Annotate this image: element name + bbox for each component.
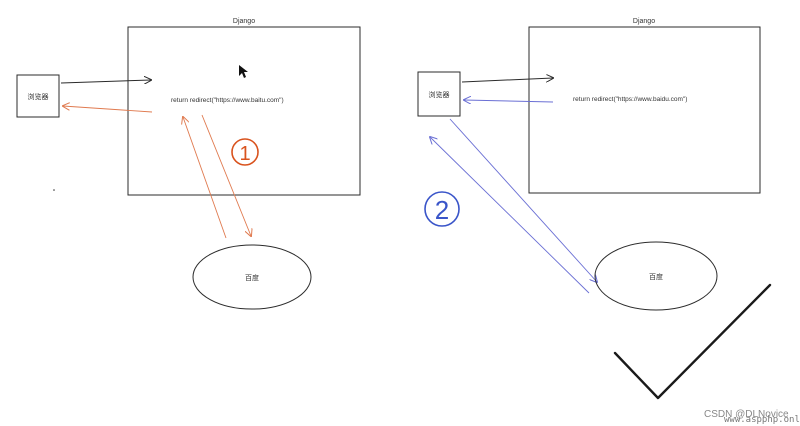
right-diagram: Django 浏览器 return redirect("https://www.… (417, 18, 772, 400)
left-django-title: Django (233, 18, 255, 25)
right-django-title: Django (633, 18, 655, 25)
step-1-circle (231, 138, 259, 166)
csdn-watermark: CSDN @DLNovice (704, 409, 789, 420)
right-redirect-code: return redirect("https://www.baidu.com") (573, 96, 687, 103)
checkmark-icon (613, 283, 772, 400)
right-arrow-from-baidu (430, 137, 590, 294)
right-baidu-ellipse (594, 241, 718, 311)
left-diagram: Django 浏览器 return redirect("https://www.… (16, 18, 361, 310)
left-request-arrow (60, 80, 151, 83)
step-2-circle (424, 191, 460, 227)
site-watermark: www.aspphp.online (724, 415, 800, 425)
right-request-arrow (461, 78, 553, 83)
stray-dot (53, 189, 55, 191)
left-arrow-down-to-baidu (201, 114, 251, 236)
left-browser-box (16, 74, 60, 118)
right-redirect-response-arrow (464, 100, 554, 102)
right-baidu-label: 百度 (649, 272, 663, 281)
right-arrow-to-baidu (449, 118, 597, 282)
step-1-number: 1 (239, 143, 250, 165)
left-redirect-response-arrow (63, 106, 153, 113)
right-browser-box (417, 71, 461, 117)
left-django-server-box (127, 26, 361, 196)
left-arrow-up-from-baidu (183, 117, 227, 239)
left-baidu-ellipse (192, 244, 312, 310)
mouse-cursor-icon (239, 65, 248, 78)
right-browser-label: 浏览器 (429, 90, 450, 99)
right-django-server-box (528, 26, 761, 194)
left-baidu-label: 百度 (245, 273, 259, 282)
left-browser-label: 浏览器 (28, 92, 49, 101)
step-2-number: 2 (435, 195, 449, 225)
left-redirect-code: return redirect("https://www.baitu.com") (171, 97, 284, 104)
